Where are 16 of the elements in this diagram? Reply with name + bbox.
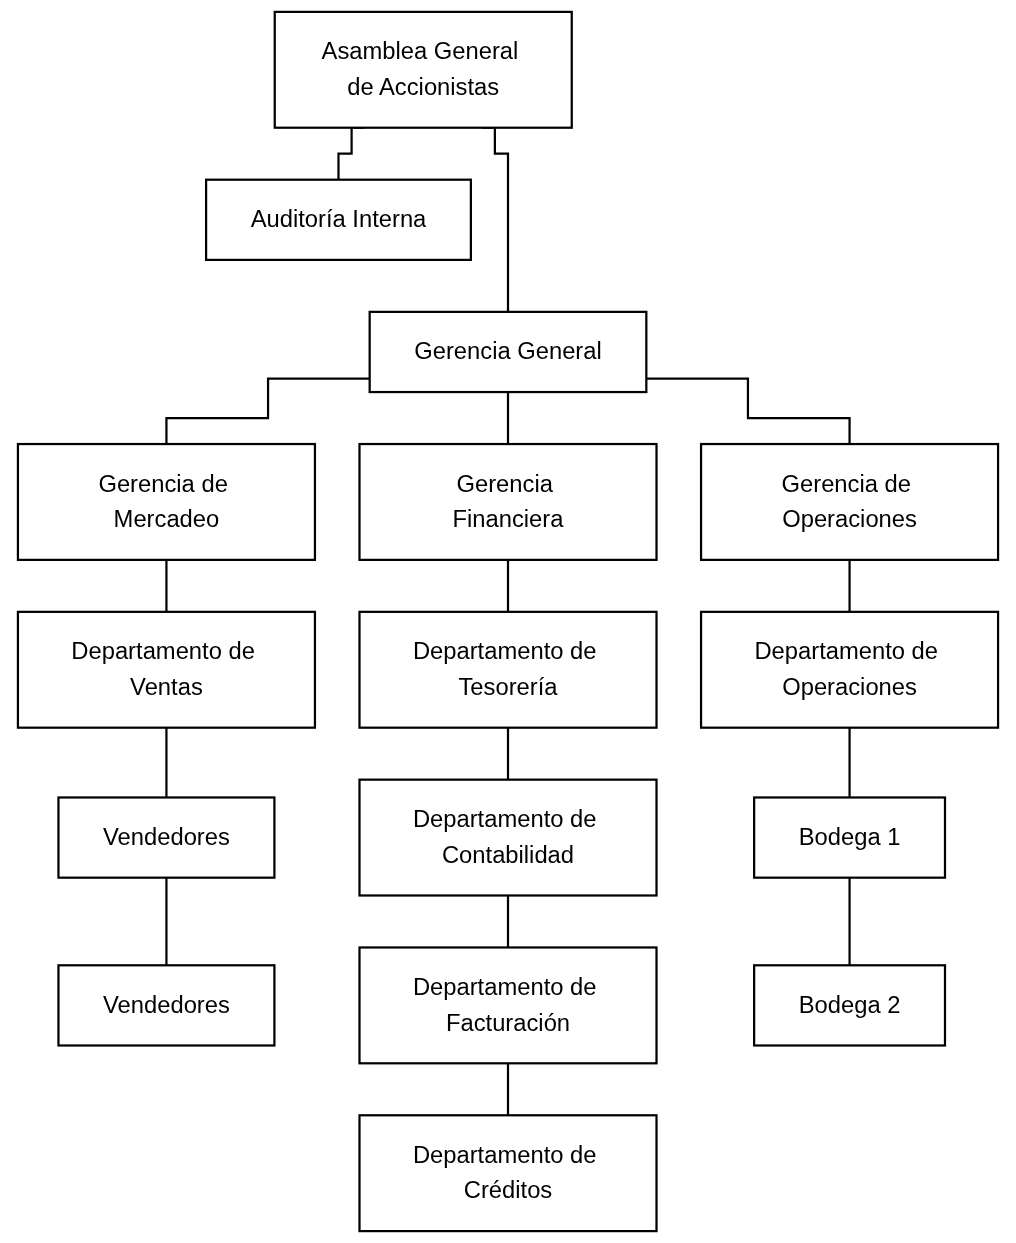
- node-box: Vendedores: [57, 796, 276, 879]
- node-box: Vendedores: [57, 964, 276, 1047]
- node-box: Asamblea General de Accionistas: [273, 10, 573, 129]
- node-box: Bodega 1: [753, 796, 947, 879]
- node-box: Departamento de Ventas: [16, 610, 317, 729]
- node-box: Bodega 2: [753, 964, 947, 1047]
- node-box: Departamento de Tesorería: [358, 610, 658, 729]
- node-box: Gerencia General: [368, 310, 648, 394]
- node-box: Departamento de Operaciones: [699, 610, 1000, 729]
- node-box: Departamento de Facturación: [358, 946, 658, 1065]
- node-box: Departamento de Créditos: [358, 1114, 658, 1233]
- node-box: Gerencia Financiera: [358, 442, 658, 561]
- node-box: Auditoría Interna: [204, 178, 472, 261]
- node-box: Gerencia de Mercadeo: [16, 442, 317, 561]
- node-box: Departamento de Contabilidad: [358, 778, 658, 897]
- node-box: Gerencia de Operaciones: [699, 442, 1000, 561]
